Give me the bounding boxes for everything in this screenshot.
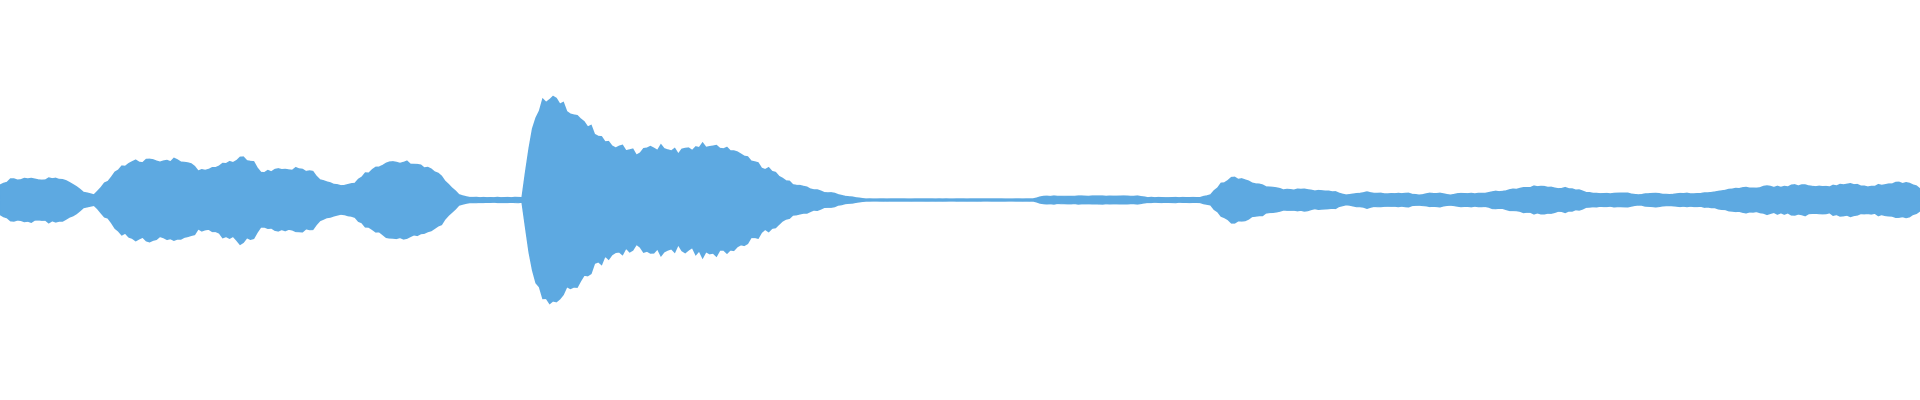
waveform-panel [0,95,1920,305]
audio-waveform [0,95,1920,305]
